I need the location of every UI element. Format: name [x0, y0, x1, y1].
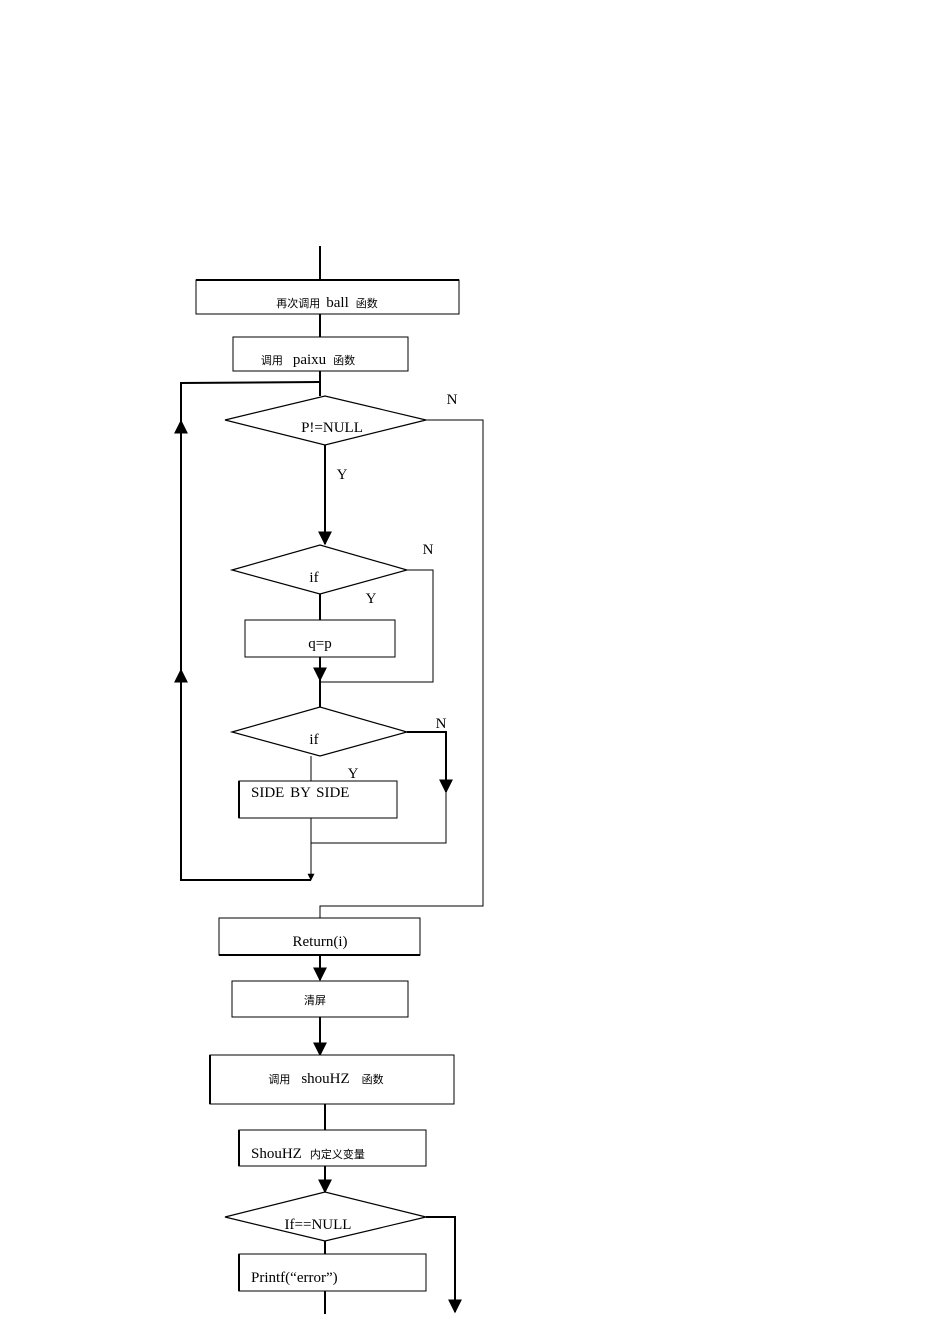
box-return: Return(i) — [218, 917, 421, 956]
loop-back-line — [180, 381, 321, 881]
box-call-ball-label: 再次调用 ball 函数 — [276, 294, 378, 311]
box-shouhz-vars-label: ShouHZ 内定义变量 — [251, 1145, 365, 1162]
decision-if-null-label: If==NULL — [285, 1217, 352, 1233]
decision-if-null: If==NULL — [224, 1191, 427, 1242]
box-side-by-side-label: SIDE BY SIDE — [251, 785, 349, 801]
box-call-paixu-pre: 调用 — [261, 354, 283, 367]
decision-if-1-label: if — [309, 570, 318, 586]
box-shouhz-vars-post: 内定义变量 — [310, 1147, 365, 1161]
box-clear-screen-frame — [231, 980, 409, 1018]
decision-if-null-shape — [224, 1191, 427, 1242]
box-printf-error-label: Printf(“error”) — [251, 1270, 338, 1286]
box-call-paixu: 调用 paixu 函数 — [232, 336, 409, 372]
box-q-eq-p-label: q=p — [308, 636, 331, 652]
box-clear-screen: 清屏 — [231, 980, 409, 1018]
connector-if2-no-arrow — [407, 731, 453, 794]
box-printf-error-frame — [238, 1253, 427, 1292]
box-clear-screen-label: 清屏 — [304, 994, 326, 1007]
box-call-paixu-main: paixu — [293, 352, 327, 368]
box-call-ball-post: 函数 — [356, 297, 378, 310]
label-no-1: N — [447, 392, 458, 408]
decision-p-not-null-label: P!=NULL — [301, 420, 363, 436]
connector-if1-no — [320, 569, 434, 683]
connector-if2-no-return — [311, 792, 447, 844]
decision-if-2: if — [229, 706, 410, 757]
box-side-by-side: SIDE BY SIDE — [238, 780, 398, 819]
box-call-ball-main: ball — [326, 295, 349, 311]
box-call-ball-frame — [195, 279, 460, 315]
label-yes-1: Y — [337, 467, 348, 483]
box-call-shouhz-main: shouHZ — [301, 1071, 349, 1087]
box-call-shouhz-post: 函数 — [362, 1073, 384, 1086]
box-side-by-side-frame — [238, 780, 398, 819]
box-shouhz-vars-main: ShouHZ — [251, 1146, 302, 1162]
box-call-paixu-label: 调用 paixu 函数 — [261, 351, 355, 368]
connector-decision-right — [426, 1216, 462, 1314]
box-shouhz-vars: ShouHZ 内定义变量 — [238, 1129, 427, 1167]
box-call-ball: 再次调用 ball 函数 — [195, 279, 460, 315]
box-call-ball-pre: 再次调用 — [276, 296, 320, 310]
box-shouhz-vars-frame — [238, 1129, 427, 1167]
label-yes-3: Y — [348, 766, 359, 782]
box-call-paixu-post: 函数 — [333, 354, 355, 367]
label-yes-2: Y — [366, 591, 377, 607]
decision-p-not-null-shape — [224, 395, 427, 446]
box-printf-error: Printf(“error”) — [238, 1253, 427, 1292]
box-call-shouhz: 调用 shouHZ 函数 — [209, 1054, 455, 1105]
box-call-shouhz-label: 调用 shouHZ 函数 — [268, 1070, 383, 1087]
connectors — [174, 246, 484, 1314]
decision-if-2-label: if — [309, 732, 318, 748]
box-q-eq-p: q=p — [244, 619, 396, 658]
box-call-paixu-frame — [232, 336, 409, 372]
connector-no-to-return — [319, 419, 484, 918]
decision-p-not-null: P!=NULL — [224, 395, 427, 446]
box-call-shouhz-pre: 调用 — [268, 1073, 290, 1086]
box-call-shouhz-frame — [209, 1054, 455, 1105]
box-return-label: Return(i) — [293, 934, 348, 950]
decision-if-2-shape — [229, 706, 410, 757]
label-no-2: N — [423, 542, 434, 558]
box-q-eq-p-frame — [244, 619, 396, 658]
label-no-3: N — [436, 716, 447, 732]
decision-if-1: if — [229, 544, 410, 595]
box-return-frame — [218, 917, 421, 956]
decision-if-1-shape — [229, 544, 410, 595]
